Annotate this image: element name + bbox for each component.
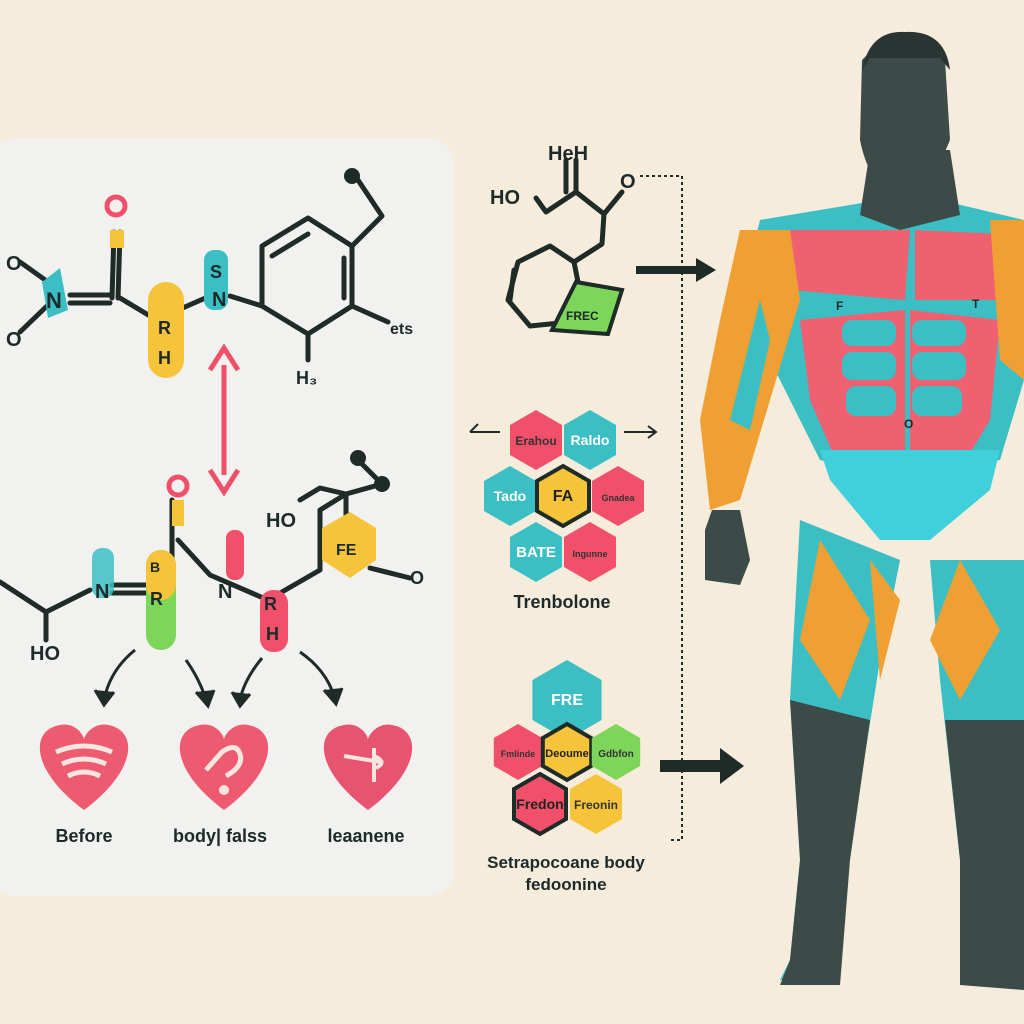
abs — [842, 320, 966, 416]
hex-cell — [535, 463, 591, 529]
fist — [705, 510, 750, 585]
bottom-molecule: HO N B R N R H HO FE O — [0, 450, 424, 665]
atom-label: N — [212, 289, 226, 311]
hex-cell — [564, 522, 616, 582]
atom-label: HeH — [548, 143, 588, 165]
hex-label: Erahou — [515, 434, 556, 448]
heart-icon — [323, 724, 413, 810]
atom-label: N — [46, 288, 62, 313]
atom-label: H₃ — [296, 368, 317, 388]
arrow-left-icon — [469, 423, 500, 433]
atom-label: O — [6, 253, 22, 275]
hex-label: BATE — [516, 544, 556, 561]
atom-label: HO — [266, 510, 296, 532]
hex-label: Fmlinde — [501, 749, 536, 759]
hex-label: Gdbfon — [598, 749, 634, 760]
atom-label: O — [410, 568, 424, 588]
hex-cell — [512, 771, 568, 837]
heart-label: Before — [55, 826, 112, 846]
heart-icon — [39, 724, 129, 810]
heart-label: leaanene — [327, 826, 404, 846]
wifi-icon — [55, 743, 113, 779]
atom-label: H — [158, 348, 171, 368]
atom-label: O — [6, 329, 22, 351]
atom-label: N — [218, 581, 232, 603]
question-icon — [204, 745, 244, 779]
hex-label: Ingunne — [573, 549, 608, 559]
hex-cell — [510, 410, 562, 470]
left-panel — [0, 138, 454, 896]
hex-label: Fredon — [516, 796, 563, 812]
hex-cell — [540, 721, 594, 783]
hair — [862, 31, 950, 70]
double-arrow-icon — [207, 343, 241, 497]
arrow-right-icon — [660, 748, 744, 784]
head — [860, 40, 950, 192]
hex-label: Freonin — [574, 798, 618, 812]
atom-label: ets — [390, 321, 413, 338]
atom-label: R — [150, 589, 163, 609]
hex-label: Tado — [494, 488, 526, 504]
atom-label: H — [266, 624, 279, 644]
hex-label: FRE — [551, 692, 583, 709]
hex-label: FA — [553, 488, 574, 505]
heart-before: Before — [39, 724, 129, 846]
atom-label: HO — [30, 643, 60, 665]
hex-cell — [510, 522, 562, 582]
atom-label: R — [158, 318, 171, 338]
atom-label: O — [620, 171, 636, 193]
heart-label: body| falss — [173, 826, 267, 846]
arrow-icon — [343, 748, 384, 782]
atom-label: HO — [490, 187, 520, 209]
hex-cell — [564, 410, 616, 470]
atom-label: B — [150, 559, 160, 575]
atom-label: N — [95, 581, 109, 603]
hex-cell — [532, 660, 602, 740]
atom-label: S — [210, 262, 222, 282]
hex-label: Raldo — [571, 432, 610, 448]
heart-body: body| falss — [173, 724, 269, 846]
heart-leaanene: leaanene — [323, 724, 413, 846]
figure-label: F — [836, 299, 843, 313]
hex-cell — [493, 724, 543, 780]
hex-caption: fedoonine — [525, 875, 606, 894]
hex-cell — [592, 466, 644, 526]
figure-label: T — [972, 297, 980, 311]
hex-cell — [570, 774, 622, 834]
arrow-right-icon — [636, 258, 716, 282]
middle-molecule: HeH HO O FREC — [490, 143, 680, 337]
hex-label: Gnadea — [601, 493, 635, 503]
hex-cell — [484, 466, 536, 526]
hex-caption: Setrapocoane body — [487, 853, 645, 872]
figure-label: O — [904, 417, 913, 431]
atom-label: FREC — [566, 309, 599, 323]
arrow-right-icon — [624, 425, 658, 439]
hex-label: Deoume — [545, 748, 588, 760]
atom-label: FE — [336, 542, 357, 559]
heart-icon — [179, 724, 269, 810]
atom-label: R — [264, 594, 277, 614]
hex-caption: Trenbolone — [513, 592, 610, 612]
muscular-figure: F T O — [700, 31, 1024, 990]
top-molecule: O N O S N R H H₃ ets — [6, 168, 413, 388]
curved-arrows — [93, 648, 344, 709]
dashed-connector — [668, 176, 683, 841]
hex-cell — [591, 724, 641, 780]
